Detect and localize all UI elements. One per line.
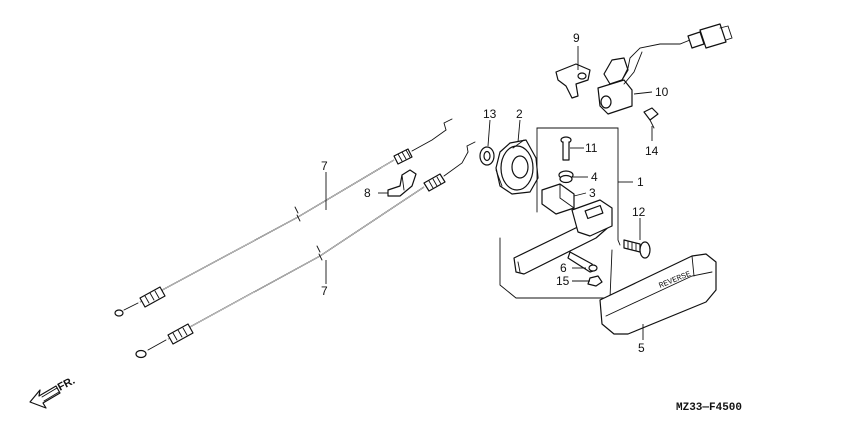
spring xyxy=(558,170,574,184)
diagram-code: MZ33—F4500 xyxy=(676,402,742,414)
lever-assembly-bracket xyxy=(499,127,621,299)
callout-10: 10 xyxy=(655,85,669,99)
pivot-bolt xyxy=(623,239,651,259)
reverse-cable-upper xyxy=(114,118,453,317)
callout-8: 8 xyxy=(364,186,371,200)
callout-7-lower: 7 xyxy=(321,284,328,298)
callout-6: 6 xyxy=(560,261,567,275)
callout-4: 4 xyxy=(591,170,598,184)
callout-11: 11 xyxy=(585,141,598,155)
reverse-switch-harness xyxy=(597,23,733,115)
pin-bolt xyxy=(560,136,572,161)
callout-numbers: 1 2 3 4 5 6 7 7 8 9 10 11 12 13 14 15 xyxy=(321,31,669,355)
callout-13: 13 xyxy=(483,107,497,121)
front-direction-arrow: FR. xyxy=(29,375,77,409)
front-arrow-label: FR. xyxy=(56,375,77,394)
reverse-switch-block xyxy=(541,183,575,215)
cable-clip xyxy=(387,169,417,197)
callout-14: 14 xyxy=(645,144,659,158)
reverse-lever xyxy=(513,199,613,275)
reverse-cable-lower xyxy=(135,141,476,359)
callout-7-upper: 7 xyxy=(321,159,328,173)
callout-12: 12 xyxy=(632,205,646,219)
switch-bracket xyxy=(555,63,591,99)
lever-cover: REVERSE xyxy=(599,253,717,335)
callout-9: 9 xyxy=(573,31,580,45)
nut xyxy=(587,275,603,287)
callout-2: 2 xyxy=(516,107,523,121)
cable-drum xyxy=(495,139,539,195)
link-rod xyxy=(567,251,598,273)
callout-5: 5 xyxy=(638,341,645,355)
callout-3: 3 xyxy=(589,186,596,200)
callout-15: 15 xyxy=(556,274,570,288)
washer xyxy=(479,146,495,166)
leader-lines xyxy=(325,46,653,340)
callout-1: 1 xyxy=(637,175,644,189)
screw xyxy=(643,107,659,129)
